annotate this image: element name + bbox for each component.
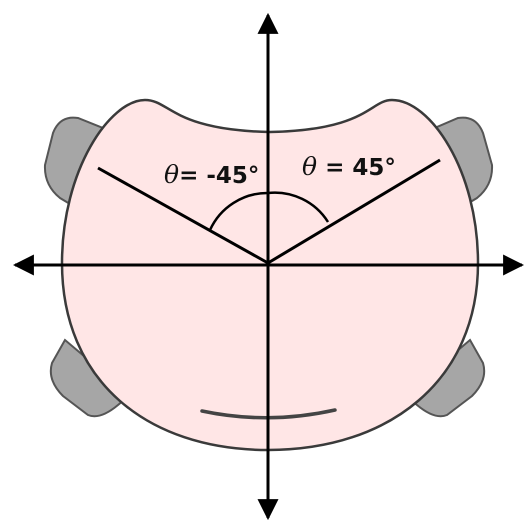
left-angle-value: = -45° (179, 163, 259, 189)
bumpers (43, 116, 494, 418)
theta-symbol-right: θ (302, 152, 317, 181)
angle-line-right (267, 158, 441, 265)
robot-body (60, 98, 480, 452)
theta-symbol-left: θ (164, 160, 179, 189)
right-angle-value: = 45° (317, 155, 396, 181)
left-angle-label: θ= -45° (164, 160, 259, 189)
bumper-bottom-right (403, 338, 486, 418)
bumper-bottom-left (49, 338, 132, 418)
angle-arc-right (267, 191, 330, 223)
angle-line-left (97, 166, 269, 265)
angle-arc-left (208, 191, 269, 231)
bumper-top-left (43, 116, 110, 212)
right-angle-label: θ = 45° (302, 152, 396, 181)
